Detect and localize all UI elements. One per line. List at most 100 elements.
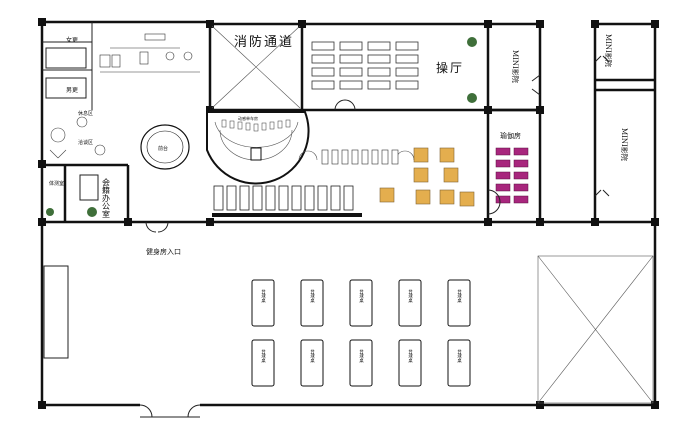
aerobics-mat xyxy=(367,54,391,64)
fire-passage-label: 消防通道 xyxy=(234,34,294,50)
plant-icon xyxy=(46,208,54,216)
yoga-mat xyxy=(495,147,511,156)
treadmill xyxy=(321,149,329,165)
spin-bike xyxy=(237,121,243,130)
aerobics-mat xyxy=(395,67,419,77)
billiard-table xyxy=(398,339,422,387)
aerobics-mat xyxy=(395,80,419,90)
aerobics-hall: 操厅 xyxy=(311,41,462,111)
aerobics-mat xyxy=(395,54,419,64)
fitness-test-room-label: 体测室 xyxy=(49,180,64,187)
billiard-table-label: 台球桌 xyxy=(261,288,266,304)
treadmill xyxy=(331,149,339,165)
yoga-mat xyxy=(495,171,511,180)
exterior-walls xyxy=(40,20,657,407)
mini-theater-large: MINI影院 MINI影院 xyxy=(594,34,629,197)
bench xyxy=(343,185,354,211)
bench xyxy=(226,185,237,211)
spin-bike xyxy=(221,119,227,128)
spin-bike xyxy=(285,119,291,128)
billiard-table-label: 台球桌 xyxy=(457,348,462,364)
aerobics-mat xyxy=(339,54,363,64)
structural-columns xyxy=(38,18,659,409)
strength-machines xyxy=(379,147,475,207)
bench xyxy=(252,185,263,211)
billiard-table xyxy=(349,279,373,327)
rest-area-label: 休息区 xyxy=(78,110,93,117)
strength-machine xyxy=(413,147,429,163)
yoga-mat xyxy=(513,195,529,204)
billiard-table-label: 台球桌 xyxy=(310,348,315,364)
spinning-bikes xyxy=(221,119,291,132)
bench xyxy=(291,185,302,211)
locker-women-label: 女更 xyxy=(66,36,78,44)
bench xyxy=(239,185,250,211)
billiard-tables: 台球桌台球桌台球桌台球桌台球桌台球桌台球桌台球桌台球桌台球桌 xyxy=(251,279,471,387)
plant-icon xyxy=(467,93,477,103)
aerobics-mat xyxy=(395,41,419,51)
spin-bike xyxy=(269,121,275,130)
aerobics-mat xyxy=(367,41,391,51)
plants xyxy=(46,37,477,217)
billiard-table-label: 台球桌 xyxy=(310,288,315,304)
mini-theater-large-label: MINI影院 xyxy=(620,128,629,161)
plant-icon xyxy=(467,37,477,47)
aerobics-mat xyxy=(311,67,335,77)
yoga-mat xyxy=(495,195,511,204)
yoga-mat xyxy=(495,183,511,192)
spinning-room-label: 动感单车房 xyxy=(238,115,258,121)
strength-machine xyxy=(415,189,431,205)
billiard-table-label: 台球桌 xyxy=(457,288,462,304)
aerobics-mat xyxy=(339,80,363,90)
billiard-table-label: 台球桌 xyxy=(359,288,364,304)
spin-bike xyxy=(277,120,283,129)
yoga-mat xyxy=(513,183,529,192)
lobby: 前台 洽谈区 休息区 xyxy=(49,110,190,170)
aerobics-mat xyxy=(367,67,391,77)
billiard-hall: 台球桌台球桌台球桌台球桌台球桌台球桌台球桌台球桌台球桌台球桌 xyxy=(43,255,654,418)
billiard-table xyxy=(300,339,324,387)
spinning-room: 动感单车房 xyxy=(206,111,310,185)
fire-passage-room: 消防通道 xyxy=(211,25,301,109)
spin-bike xyxy=(229,120,235,129)
billiard-table xyxy=(398,279,422,327)
billiard-table xyxy=(447,279,471,327)
treadmill xyxy=(381,149,389,165)
billiard-table-label: 台球桌 xyxy=(408,288,413,304)
aerobics-mat xyxy=(311,54,335,64)
treadmills xyxy=(213,149,399,211)
mini-theater-top-label: MINI影院 xyxy=(604,34,613,67)
club-office-label: 会籍办公室 xyxy=(102,177,111,218)
aerobics-mat xyxy=(339,67,363,77)
mini-theater-small-label: MINI影院 xyxy=(511,50,520,83)
billiard-table xyxy=(349,339,373,387)
aerobics-mat xyxy=(311,80,335,90)
yoga-mats xyxy=(495,147,529,204)
billiard-table xyxy=(251,279,275,327)
treadmill xyxy=(371,149,379,165)
aerobics-mat xyxy=(311,41,335,51)
billiard-table xyxy=(300,279,324,327)
spin-bike xyxy=(245,122,251,131)
yoga-mat xyxy=(495,159,511,168)
locker-rooms: 女更 男更 xyxy=(42,22,200,110)
bench xyxy=(265,185,276,211)
mini-theater-small: MINI影院 xyxy=(511,50,541,96)
yoga-room: 瑜伽房 xyxy=(487,131,529,215)
bench xyxy=(317,185,328,211)
treadmill xyxy=(361,149,369,165)
strength-machine xyxy=(443,167,459,183)
plant-icon xyxy=(87,207,97,217)
spin-bike xyxy=(261,122,267,131)
strength-machine xyxy=(413,167,429,183)
strength-machine xyxy=(379,187,395,203)
bench xyxy=(330,185,341,211)
aerobics-mat xyxy=(367,80,391,90)
club-office: 会籍办公室 体测室 xyxy=(49,174,111,218)
strength-machine xyxy=(439,147,455,163)
aerobics-mats xyxy=(311,41,419,90)
yoga-mat xyxy=(513,159,529,168)
bench xyxy=(304,185,315,211)
yoga-mat xyxy=(513,147,529,156)
